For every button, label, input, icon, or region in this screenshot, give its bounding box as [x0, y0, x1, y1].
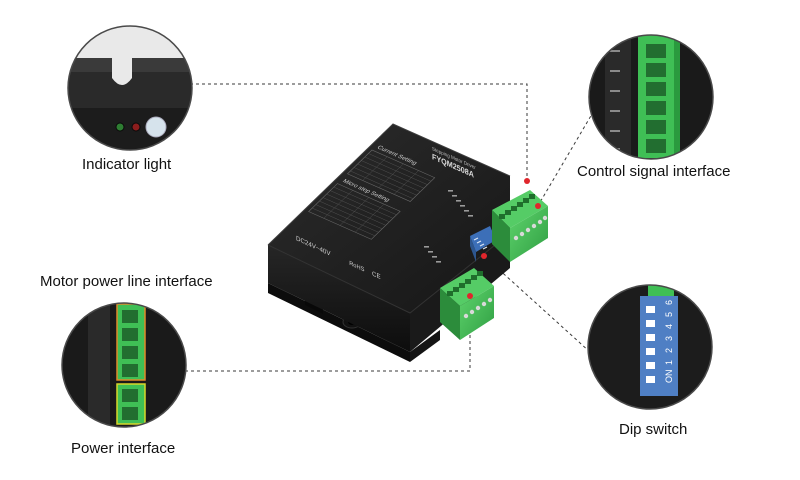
green-led [115, 122, 125, 132]
device-dip-switch [470, 226, 496, 262]
zoom-indicator-light [67, 25, 193, 151]
red-led [131, 122, 141, 132]
zoom-control-signal [588, 34, 714, 160]
dip-num-3: 3 [664, 336, 674, 341]
label-control-signal-interface: Control signal interface [577, 163, 731, 180]
zoom-dip-switch: ON 1 2 3 4 5 6 [587, 284, 713, 410]
label-indicator-light: Indicator light [82, 156, 172, 173]
dip-num-2: 2 [664, 348, 674, 353]
leader-indicator-light [190, 83, 528, 178]
label-motor-power-line-interface: Motor power line interface [40, 273, 213, 290]
marker-control [535, 203, 541, 209]
dip-num-4: 4 [664, 324, 674, 329]
stepper-driver: Current Setting Micro step Setting Stepp… [267, 123, 548, 362]
driver-top-face [268, 124, 510, 313]
dip-num-1: 1 [664, 360, 674, 365]
leader-lines [185, 79, 613, 372]
marker-motor [467, 293, 473, 299]
label-power-interface: Power interface [71, 440, 176, 457]
dip-on-label: ON [664, 370, 674, 384]
power-motor-terminal [440, 268, 494, 340]
marker-indicator [524, 178, 530, 184]
label-dip-switch: Dip switch [619, 421, 688, 438]
control-signal-terminal [492, 190, 548, 262]
zoom-motor-power [61, 302, 187, 428]
driver-front-face [268, 245, 410, 352]
leader-motor-power [185, 296, 471, 372]
dip-num-6: 6 [664, 300, 674, 305]
callout-markers [467, 178, 541, 299]
marker-dip [481, 253, 487, 259]
ce-mark: CE [372, 270, 381, 281]
dip-num-5: 5 [664, 312, 674, 317]
